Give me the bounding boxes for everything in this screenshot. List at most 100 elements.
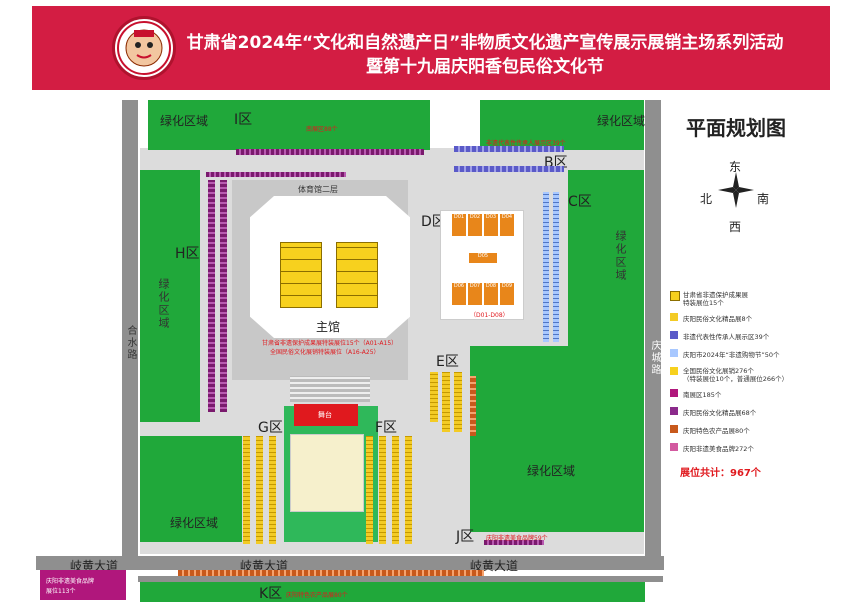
legend-label-5: 全国民俗文化展销276个 (683, 367, 754, 375)
d-booth-2: D02 (467, 213, 483, 237)
d-booth-9: D09 (499, 282, 515, 306)
l-note-1: 庆阳非遗美食品牌 (46, 578, 95, 585)
green-label-e: 绿化区域 (527, 464, 576, 478)
road-west-label: 合水路 (125, 325, 136, 361)
compass-south: 南 (757, 192, 770, 206)
zone-e-label: E区 (436, 354, 459, 370)
total-booths: 展位共计：967个 (680, 468, 761, 479)
k-note: 庆阳特色农产品展80个 (286, 592, 348, 599)
stage-label: 舞台 (318, 411, 332, 419)
legend-label-3: 非遗代表性传承人展示区39个 (683, 333, 770, 341)
legend-swatch-1 (670, 291, 680, 301)
e-stalls-2 (442, 372, 450, 432)
zone-c-label: C区 (568, 194, 592, 210)
road-south-label-2: 岐黄大道 (240, 559, 289, 573)
legend-label-4: 庆阳市2024年“非遗购物节”50个 (683, 351, 780, 359)
l-note-2: 展位113个 (46, 588, 76, 595)
audience-area (290, 434, 364, 512)
compass-east: 东 (729, 160, 742, 174)
stage (294, 404, 358, 426)
a-booths-left (280, 242, 322, 308)
zone-g-label: G区 (258, 420, 283, 436)
compass-north: 北 (700, 192, 713, 206)
l-zone (40, 570, 126, 600)
g-stalls-3 (269, 436, 276, 544)
f-stalls-2 (379, 436, 386, 544)
zone-h-stalls (208, 180, 215, 412)
legend-label-1: 甘肃省非遗保护成果展 (683, 291, 748, 299)
plan-title: 平面规划图 (686, 116, 786, 140)
e-stalls-3 (454, 372, 462, 432)
zone-f-label: F区 (375, 420, 398, 436)
d-note: （D01-D08） (470, 312, 509, 319)
f-stalls-1 (366, 436, 373, 544)
d-booth-3: D03 (483, 213, 499, 237)
compass (718, 172, 754, 208)
zone-k-label: K区 (259, 586, 283, 602)
zone-b-stalls (454, 146, 564, 152)
zone-b-stalls-2 (454, 166, 564, 172)
green-zone-c (568, 170, 644, 346)
green-label-h: 绿化区域 (157, 278, 170, 330)
legend-label-2: 庆阳民俗文化精品展8个 (683, 315, 753, 323)
legend-label-7: 庆阳民俗文化精品展68个 (683, 409, 757, 417)
zone-i-note: 南展区88个 (306, 126, 338, 133)
main-hall-label: 主馆 (316, 320, 341, 334)
road-west (122, 100, 138, 558)
compass-west: 西 (729, 220, 742, 234)
legend-swatch-3 (670, 331, 678, 339)
d-booth-1: D01 (451, 213, 467, 237)
gym-octagon (250, 196, 410, 338)
road-south-2 (138, 576, 663, 582)
d-booth-6: D06 (451, 282, 467, 306)
e-orange-col (470, 376, 476, 436)
zone-i-stalls-2 (206, 172, 346, 177)
g-stalls-1 (243, 436, 250, 544)
legend-swatch-9 (670, 443, 678, 451)
e-stalls-1 (430, 372, 438, 422)
green-label-top-left: 绿化区域 (160, 114, 209, 128)
green-label-g: 绿化区域 (170, 516, 219, 530)
zone-h-label: H区 (175, 246, 200, 262)
legend-swatch-4 (670, 349, 678, 357)
legend-swatch-6 (670, 389, 678, 397)
road-east (645, 100, 661, 570)
f-stalls-4 (405, 436, 412, 544)
green-zone-h (140, 170, 200, 422)
road-south-label-3: 岐黄大道 (470, 559, 519, 573)
g-stalls-2 (256, 436, 263, 544)
legend-sub-1: 特装展位15个 (683, 299, 724, 307)
road-east-label: 庆城路 (649, 340, 660, 376)
green-zone-e (470, 346, 644, 532)
legend-swatch-2 (670, 313, 678, 321)
zone-c-stalls (543, 192, 549, 342)
d-booth-7: D07 (467, 282, 483, 306)
title-line-1: 甘肃省2024年“文化和自然遗产日”非物质文化遗产宣传展示展销主场系列活动 (186, 33, 784, 53)
zone-c-stalls-2 (553, 192, 559, 342)
zone-i-stalls (236, 149, 424, 155)
zone-b-note: 非遗代表性传承人展示区39个 (486, 140, 566, 147)
zone-d-label: D区 (421, 214, 446, 230)
legend-swatch-8 (670, 425, 678, 433)
legend-label-8: 庆阳特色农产品展80个 (683, 427, 750, 435)
green-zone-k (140, 582, 645, 602)
j-stalls (484, 540, 544, 545)
road-south (36, 556, 664, 570)
green-zone-g (140, 436, 242, 542)
legend-swatch-7 (670, 407, 678, 415)
legend-sub-5: （特装展位10个，普通展位266个） (683, 375, 789, 383)
road-south-label-1: 岐黄大道 (70, 559, 119, 573)
zone-h-stalls-2 (220, 180, 227, 412)
title-line-2: 暨第十九届庆阳香包民俗文化节 (366, 57, 604, 77)
legend-label-9: 庆阳非遗美食品牌272个 (683, 445, 754, 453)
gym-second-floor-label: 体育馆二层 (298, 185, 338, 194)
f-stalls-3 (392, 436, 399, 544)
legend-label-6: 南展区185个 (683, 391, 722, 399)
a-note-2: 全国民俗文化展销特装展位（A16-A25） (270, 349, 380, 356)
event-logo (112, 16, 176, 80)
a-note-1: 甘肃省非遗保护成果展特装展位15个（A01-A15） (262, 340, 398, 347)
d-booth-5: D05 (468, 252, 498, 264)
legend-swatch-5 (670, 367, 678, 375)
gym-stairs (290, 376, 370, 402)
zone-j-label: J区 (456, 529, 475, 545)
